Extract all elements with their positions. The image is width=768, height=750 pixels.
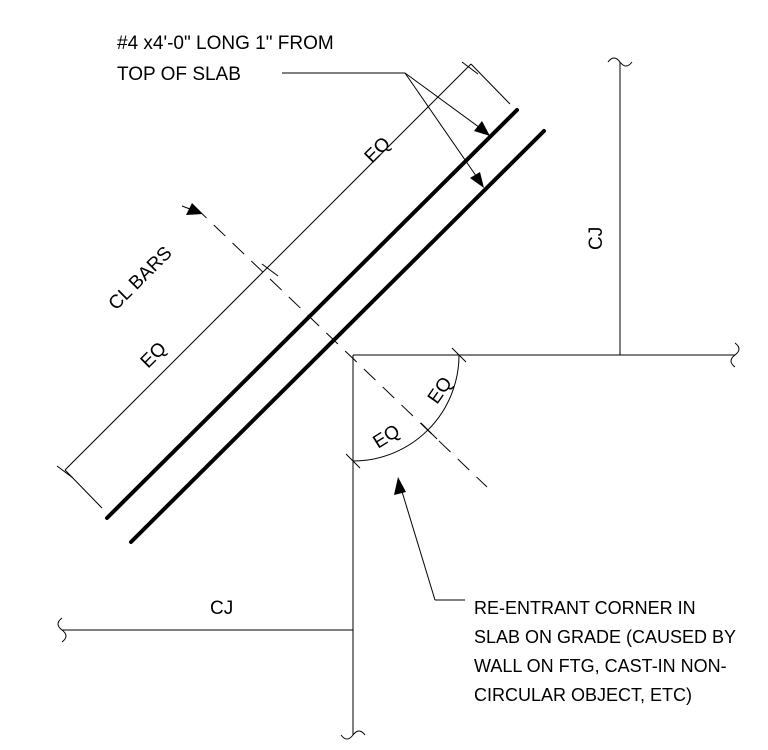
arc-tick-mid — [420, 422, 438, 440]
break-symbol-right — [730, 342, 740, 368]
corner-note-leader — [394, 477, 465, 601]
control-joint-vertical — [607, 57, 633, 355]
cj-label-vertical: CJ — [586, 227, 607, 250]
cj-label-horizontal: CJ — [210, 598, 233, 619]
cl-bars-label: CL BARS — [105, 243, 177, 315]
bars-centerline — [194, 206, 488, 488]
arc-tick-bottom — [345, 453, 361, 469]
corner-note-line1: RE-ENTRANT CORNER IN — [474, 598, 696, 618]
corner-note-line2: SLAB ON GRADE (CAUSED BY — [474, 627, 736, 647]
slab-edge-lines — [340, 342, 740, 740]
dimension-tick-bottom — [56, 465, 74, 479]
eq-label-lower: EQ — [137, 338, 171, 372]
break-symbol-bottom — [340, 730, 366, 740]
control-joint-horizontal — [57, 617, 353, 643]
arc-tick-top — [451, 347, 467, 363]
eq-arc-label-left: EQ — [370, 421, 404, 453]
dimension-tick-top — [461, 61, 479, 75]
rebar-lower — [129, 129, 546, 544]
eq-arc-label-right: EQ — [424, 373, 457, 408]
cl-bars-arrowhead — [186, 203, 203, 215]
rebar-upper — [105, 108, 519, 520]
cl-bars-leader — [181, 203, 203, 215]
corner-arc-dimension — [345, 347, 467, 469]
diagonal-rebars — [105, 108, 546, 544]
arrowhead-to-lower-bar — [470, 172, 484, 188]
arrowhead-to-upper-bar — [474, 121, 490, 136]
corner-note-line4: CIRCULAR OBJECT, ETC) — [474, 685, 692, 705]
corner-note-line3: WALL ON FTG, CAST-IN NON- — [474, 656, 727, 676]
corner-note-arrowhead — [394, 477, 406, 495]
rebar-note-line2: TOP OF SLAB — [117, 64, 241, 85]
rebar-note-line1: #4 x4'-0" LONG 1" FROM — [117, 33, 334, 54]
rebar-note-leader — [282, 72, 490, 188]
dimension-line — [56, 61, 511, 509]
eq-label-upper: EQ — [361, 133, 395, 167]
dimension-tick-mid — [261, 263, 279, 277]
